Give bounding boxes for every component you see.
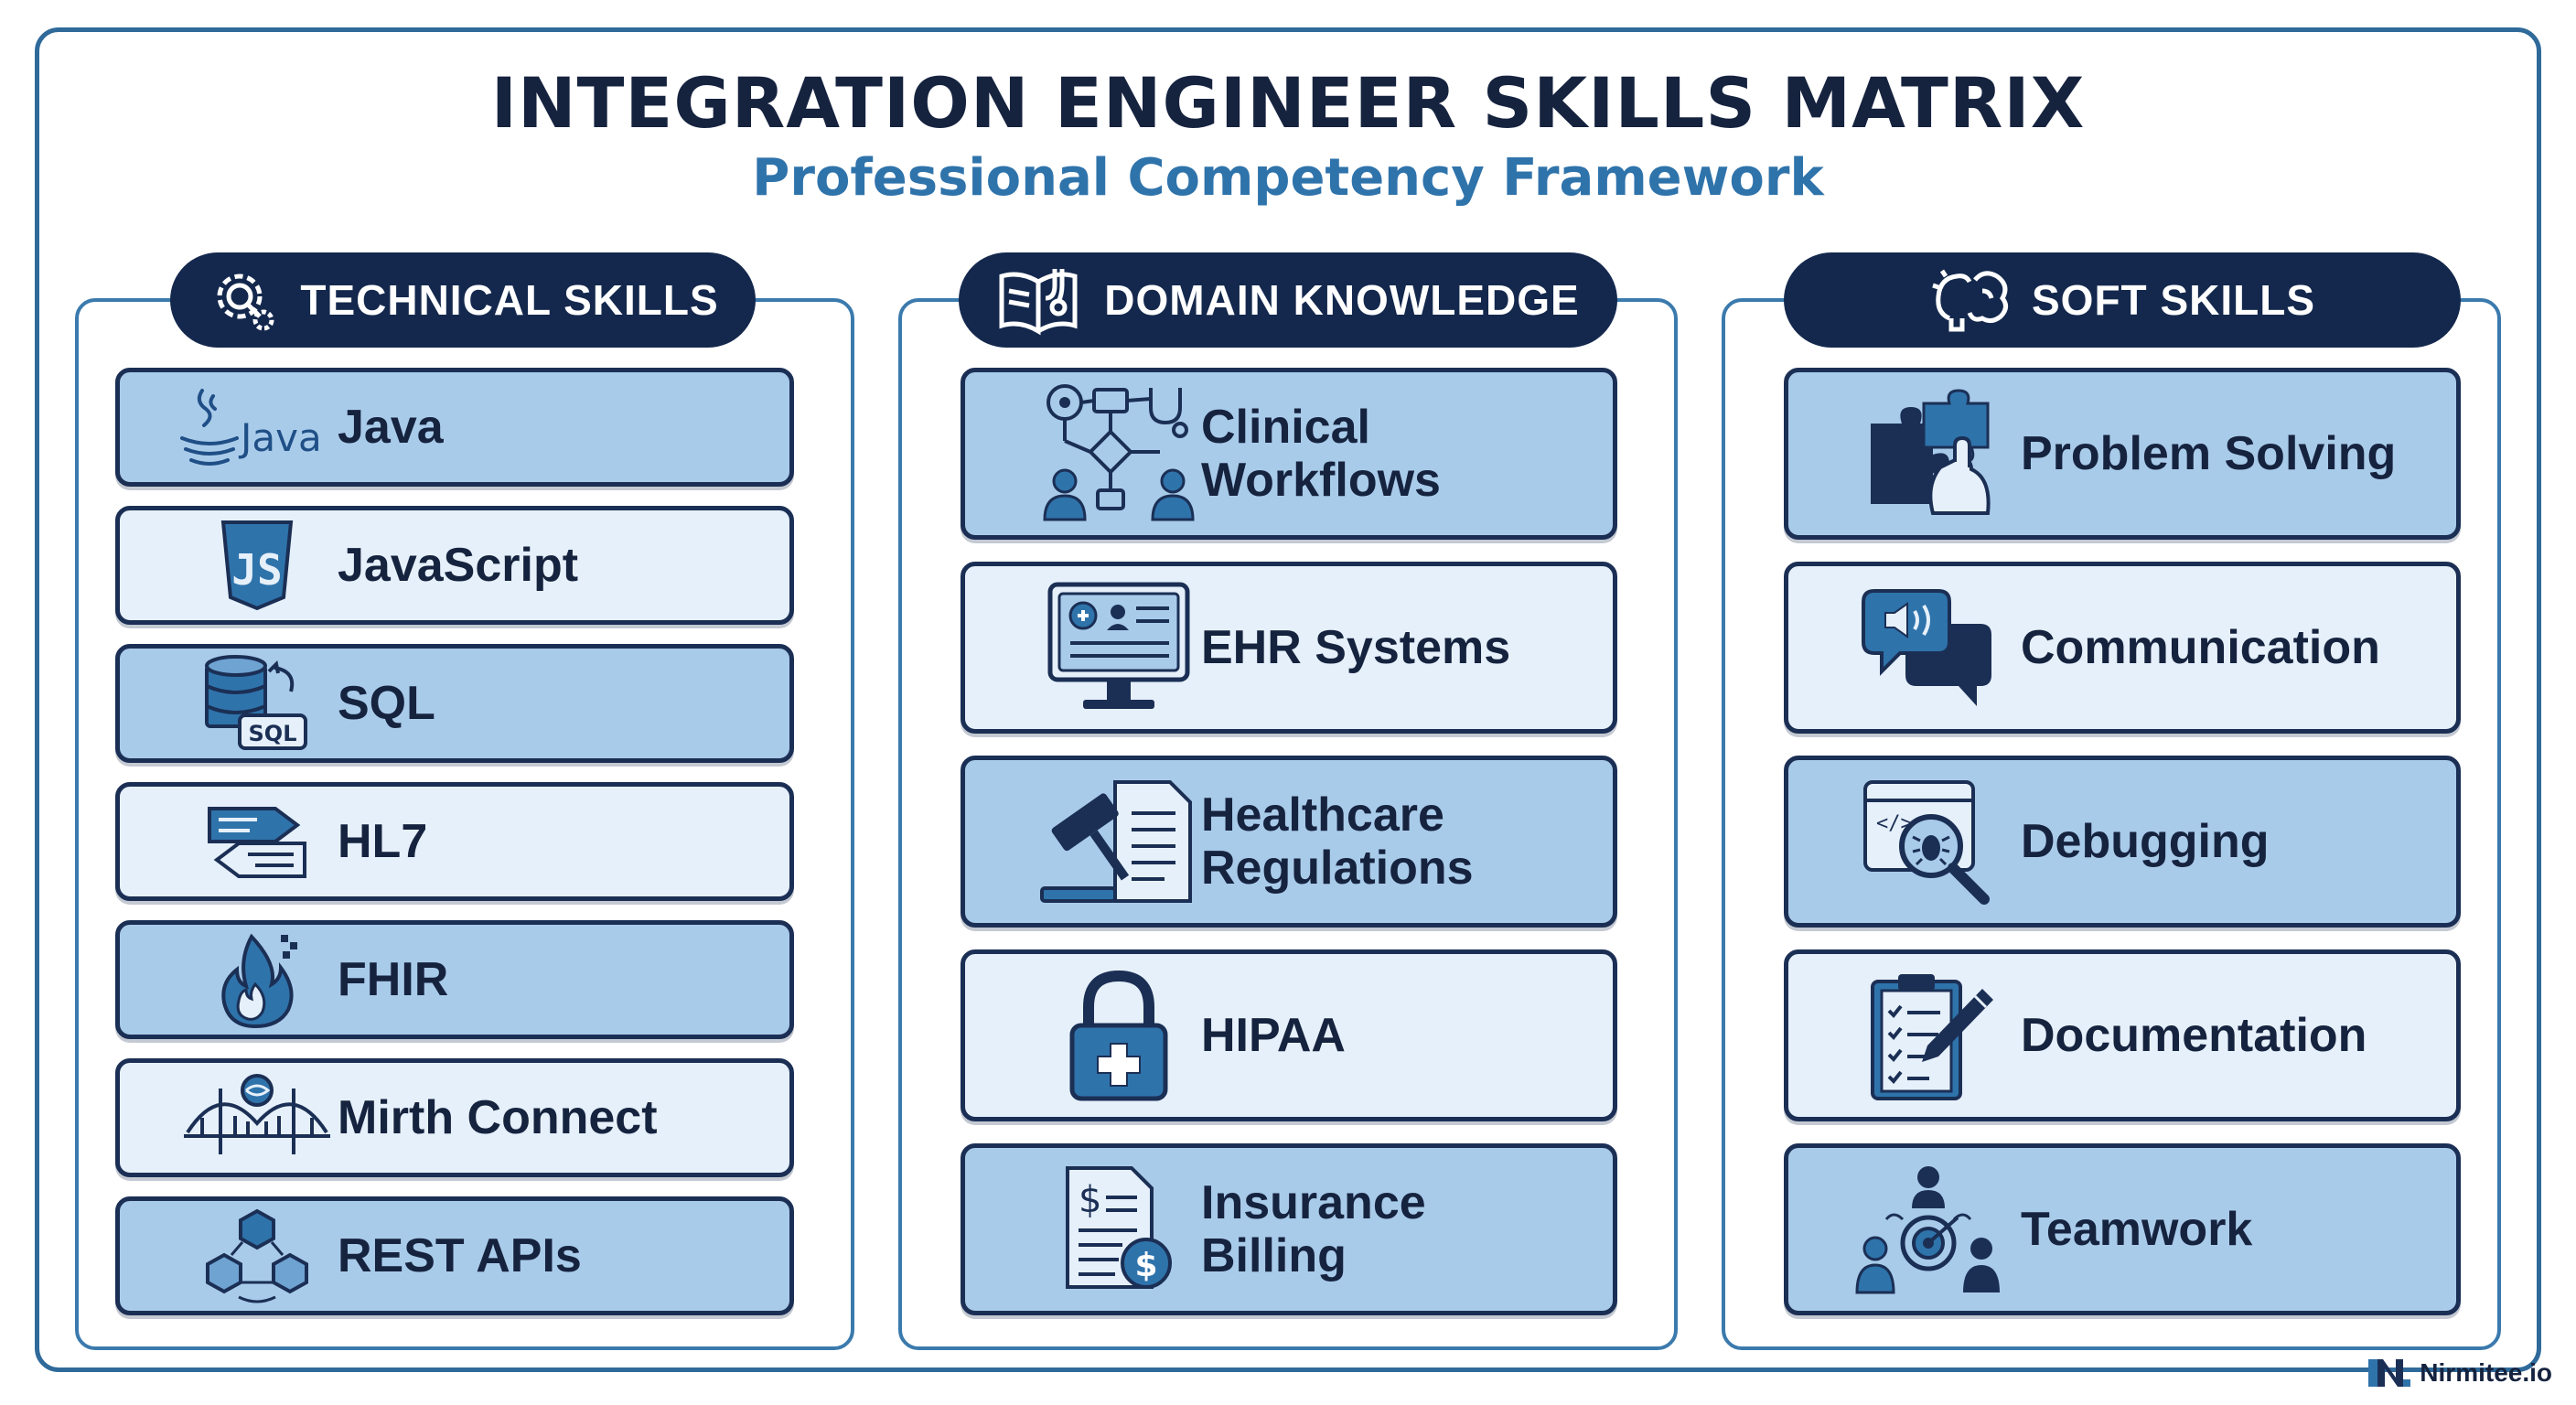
soft-card-communication[interactable]: Communication	[1784, 562, 2461, 734]
skill-label-sql: SQL	[338, 676, 435, 730]
domain-card-healthcare-regulations[interactable]: Healthcare Regulations	[961, 756, 1617, 928]
message-exchange-icon	[120, 796, 394, 887]
cubes-network-icon	[120, 1206, 394, 1306]
book-stethoscope-icon	[999, 269, 1078, 336]
svg-text:SQL: SQL	[249, 721, 297, 746]
fhir-flame-icon	[120, 929, 394, 1030]
domain-card-clinical-workflows[interactable]: Clinical Workflows	[961, 368, 1617, 540]
technical-skills-title: TECHNICAL SKILLS	[300, 276, 719, 324]
page-subtitle: Professional Competency Framework	[752, 148, 1824, 208]
skill-label-mirth-connect: Mirth Connect	[338, 1090, 658, 1144]
javascript-shield-icon: JS	[120, 515, 394, 616]
domain-card-hipaa[interactable]: HIPAA	[961, 949, 1617, 1121]
puzzle-hand-icon	[1788, 385, 2068, 522]
gavel-document-icon	[965, 773, 1272, 910]
domain-label-hipaa: HIPAA	[1201, 1008, 1346, 1062]
domain-label-clinical-workflows: Clinical Workflows	[1201, 400, 1441, 507]
brain-bulb-icon	[1932, 269, 2008, 332]
soft-skills-header: SOFT SKILLS	[1784, 252, 2461, 348]
skill-card-java[interactable]: Java Java	[115, 368, 794, 487]
skill-label-javascript: JavaScript	[338, 538, 579, 592]
technical-skills-header: TECHNICAL SKILLS	[170, 252, 756, 348]
skill-card-javascript[interactable]: JS JavaScript	[115, 506, 794, 625]
soft-label-communication: Communication	[2021, 620, 2380, 674]
skill-card-mirth-connect[interactable]: Mirth Connect	[115, 1058, 794, 1177]
skill-card-sql[interactable]: SQL SQL	[115, 644, 794, 763]
clipboard-pen-icon	[1788, 967, 2068, 1104]
brand-name: Nirmitee.io	[2420, 1358, 2552, 1387]
domain-label-healthcare-regulations: Healthcare Regulations	[1201, 788, 1474, 895]
soft-skills-title: SOFT SKILLS	[2032, 276, 2315, 324]
gear-magnifier-icon	[217, 273, 274, 331]
soft-label-documentation: Documentation	[2021, 1008, 2367, 1062]
soft-label-problem-solving: Problem Solving	[2021, 426, 2397, 480]
speech-bubbles-icon	[1788, 584, 2068, 712]
soft-card-problem-solving[interactable]: Problem Solving	[1784, 368, 2461, 540]
skill-label-fhir: FHIR	[338, 952, 449, 1006]
database-icon: SQL	[120, 653, 394, 754]
skill-label-java: Java	[338, 400, 444, 454]
domain-card-insurance-billing[interactable]: $ $ Insurance Billing	[961, 1143, 1617, 1315]
skill-card-rest-apis[interactable]: REST APIs	[115, 1196, 794, 1315]
soft-label-teamwork: Teamwork	[2021, 1202, 2253, 1256]
skill-label-rest-apis: REST APIs	[338, 1228, 582, 1282]
bridge-icon	[120, 1072, 394, 1164]
soft-card-teamwork[interactable]: Teamwork	[1784, 1143, 2461, 1315]
bug-magnifier-icon: </>	[1788, 773, 2068, 910]
java-icon: Java	[120, 381, 394, 473]
domain-knowledge-header: DOMAIN KNOWLEDGE	[959, 252, 1617, 348]
soft-label-debugging: Debugging	[2021, 814, 2270, 868]
nirmitee-logo-icon	[2368, 1359, 2411, 1387]
domain-card-ehr-systems[interactable]: EHR Systems	[961, 562, 1617, 734]
svg-text:Java: Java	[238, 415, 322, 460]
skill-card-fhir[interactable]: FHIR	[115, 920, 794, 1039]
domain-label-ehr-systems: EHR Systems	[1201, 620, 1511, 674]
invoice-dollar-icon: $ $	[965, 1161, 1272, 1298]
skill-label-hl7: HL7	[338, 814, 428, 868]
svg-text:$: $	[1079, 1179, 1101, 1221]
ehr-monitor-icon	[965, 579, 1272, 716]
domain-label-insurance-billing: Insurance Billing	[1201, 1175, 1426, 1282]
brand-logo: Nirmitee.io	[2368, 1357, 2552, 1389]
padlock-cross-icon	[965, 967, 1272, 1104]
soft-card-debugging[interactable]: </> Debugging	[1784, 756, 2461, 928]
page-title: INTEGRATION ENGINEER SKILLS MATRIX	[490, 62, 2086, 144]
team-target-icon	[1788, 1161, 2068, 1298]
svg-text:JS: JS	[231, 545, 282, 595]
domain-knowledge-title: DOMAIN KNOWLEDGE	[1104, 276, 1580, 324]
soft-card-documentation[interactable]: Documentation	[1784, 949, 2461, 1121]
skill-card-hl7[interactable]: HL7	[115, 782, 794, 901]
svg-text:$: $	[1134, 1247, 1157, 1284]
clinical-workflow-icon	[965, 381, 1272, 527]
